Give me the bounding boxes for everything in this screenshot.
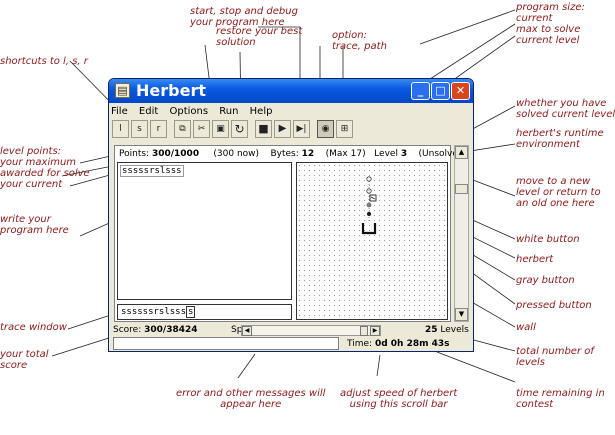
speed-thumb[interactable]: [360, 326, 368, 336]
solved-status: (Unsolved): [418, 149, 468, 159]
path-option-icon[interactable]: ⊞: [336, 120, 353, 138]
anno-gray-button: gray button: [516, 275, 575, 286]
wall-icon: [361, 223, 377, 235]
shortcut-l-icon[interactable]: l: [112, 120, 129, 138]
bytes-max: (Max 17): [325, 149, 366, 159]
bytes-label: Bytes:: [270, 149, 299, 159]
level-label: Level: [374, 149, 398, 159]
board-items: [361, 176, 377, 235]
anno-adjust-speed: adjust speed of herbert using this scrol…: [340, 388, 458, 410]
anno-wall: wall: [516, 322, 536, 333]
menu-run[interactable]: Run: [219, 106, 239, 117]
herbert-icon: [369, 194, 377, 202]
level-scroll-thumb[interactable]: [455, 184, 468, 194]
message-box: [113, 337, 339, 350]
points-label: Points:: [119, 149, 150, 159]
speed-left-icon[interactable]: ◀: [242, 326, 252, 336]
stop-icon[interactable]: ■: [255, 120, 272, 138]
levels-count: 25: [425, 325, 438, 335]
paste-icon[interactable]: ▣: [212, 120, 229, 138]
maximize-button[interactable]: □: [431, 82, 450, 100]
levels-count-wrap: 25 Levels: [425, 325, 469, 335]
score-label: Score:: [113, 325, 142, 335]
minimize-button[interactable]: _: [411, 82, 430, 100]
app-icon: ▤: [115, 83, 130, 98]
anno-runtime: herbert's runtime environment: [516, 128, 604, 150]
scroll-down-icon[interactable]: ▼: [455, 308, 468, 321]
copy-icon[interactable]: ⧉: [174, 120, 191, 138]
anno-shortcuts: shortcuts to l, s, r: [0, 56, 88, 67]
anno-program-size: program size: current max to solve curre…: [516, 2, 585, 46]
anno-white-button: white button: [516, 234, 580, 245]
menu-options[interactable]: Options: [169, 106, 209, 117]
shortcut-r-icon[interactable]: r: [150, 120, 167, 138]
scroll-up-icon[interactable]: ▲: [455, 146, 468, 159]
step-icon[interactable]: ▶|: [293, 120, 310, 138]
anno-total-score: your total score: [0, 349, 49, 371]
anno-solved: whether you have solved current level: [516, 98, 615, 120]
anno-option: option: trace, path: [332, 30, 387, 52]
white-button-icon: [366, 176, 372, 182]
title-bar[interactable]: ▤ Herbert _ □ ✕: [109, 79, 473, 103]
shortcut-s-icon[interactable]: s: [131, 120, 148, 138]
time-display: Time: 0d 0h 28m 43s: [347, 339, 450, 349]
anno-total-levels: total number of levels: [516, 346, 594, 368]
anno-restore: restore your best solution: [216, 26, 303, 48]
close-button[interactable]: ✕: [451, 82, 470, 100]
anno-errors: error and other messages will appear her…: [176, 388, 326, 410]
play-icon[interactable]: ▶: [274, 120, 291, 138]
anno-level-points: level points: your maximum awarded for s…: [0, 146, 90, 190]
window-title: Herbert: [136, 81, 206, 100]
restore-icon[interactable]: ↻: [231, 120, 248, 138]
trace-done: ssssssrslsss: [121, 307, 187, 317]
speed-right-icon[interactable]: ▶: [370, 326, 380, 336]
points-value: 300/1000: [151, 149, 200, 159]
level-scrollbar[interactable]: ▲ ▼: [454, 145, 469, 322]
anno-herbert: herbert: [516, 254, 554, 265]
anno-time-remaining: time remaining in contest: [516, 388, 605, 410]
anno-start-stop: start, stop and debug your program here: [190, 6, 298, 28]
menu-edit[interactable]: Edit: [138, 106, 159, 117]
level-value: 3: [400, 149, 408, 159]
trace-option-icon[interactable]: ◉: [317, 120, 334, 138]
runtime-board: [296, 162, 448, 320]
program-panel: Points: 300/1000 (300 now) Bytes: 12 (Ma…: [114, 145, 467, 322]
status-line: Points: 300/1000 (300 now) Bytes: 12 (Ma…: [119, 149, 467, 159]
cut-icon[interactable]: ✂: [193, 120, 210, 138]
anno-pressed-button: pressed button: [516, 300, 592, 311]
trace-current: s: [186, 306, 196, 318]
anno-trace-window: trace window: [0, 322, 67, 333]
program-editor[interactable]: sssssrslsss: [117, 162, 292, 300]
menu-file[interactable]: File: [111, 106, 128, 117]
menu-help[interactable]: Help: [249, 106, 273, 117]
score-value: 300/38424: [144, 325, 198, 335]
bytes-value: 12: [301, 149, 315, 159]
anno-write-program: write your program here: [0, 214, 69, 236]
levels-label: Levels: [440, 325, 469, 335]
time-value: 0d 0h 28m 43s: [374, 339, 450, 349]
points-now: (300 now): [213, 149, 260, 159]
time-label: Time:: [347, 339, 373, 349]
speed-scrollbar[interactable]: ◀ ▶: [241, 325, 381, 336]
menu-bar: File Edit Options Run Help: [111, 104, 280, 119]
anno-move-level: move to a new level or return to an old …: [516, 176, 601, 209]
herbert-window: ▤ Herbert _ □ ✕ File Edit Options Run He…: [108, 78, 474, 352]
score-row: Score: 300/38424 Speed: ◀ ▶ 25 Levels: [113, 325, 471, 338]
program-code: sssssrslsss: [120, 165, 184, 177]
